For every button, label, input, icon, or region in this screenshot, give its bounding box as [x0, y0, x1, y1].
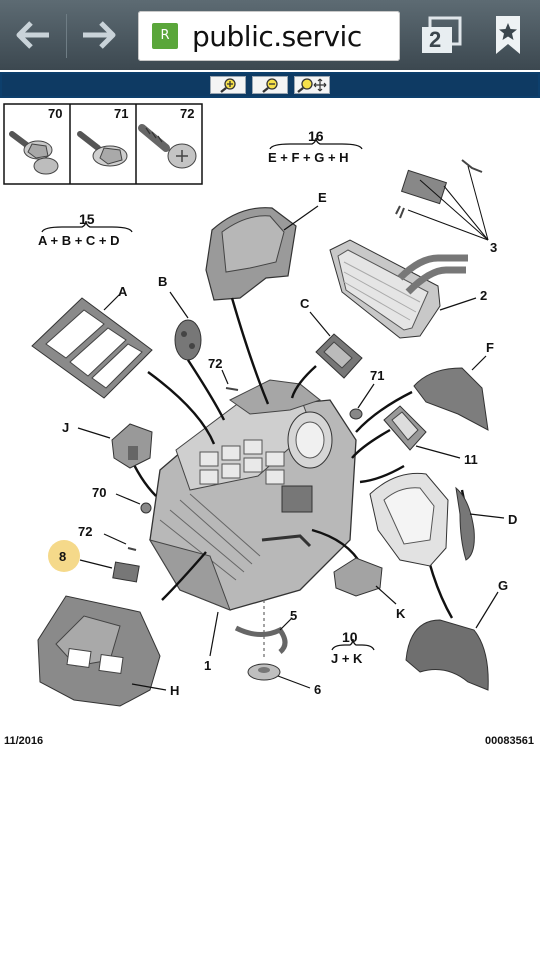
label-C: C — [300, 296, 310, 311]
viewer-toolbar — [0, 72, 540, 98]
part-72-screw-top: 72 — [208, 356, 239, 391]
tab-count: 2 — [429, 27, 442, 52]
label-11: 11 — [464, 452, 478, 467]
fastener-table: 70 71 72 — [3, 103, 203, 185]
part-g-duct: G — [405, 578, 508, 691]
label-A: A — [118, 284, 128, 299]
url-text: public.servic — [192, 20, 362, 53]
bolt-71-icon — [77, 131, 128, 167]
zoom-in-button[interactable] — [210, 76, 246, 94]
label-72b: 72 — [78, 524, 92, 539]
label-5: 5 — [290, 608, 297, 623]
zoom-pan-button[interactable] — [294, 76, 330, 94]
part-d-seal: D — [455, 486, 517, 561]
part-right-housing — [369, 472, 449, 567]
fastener-71-label: 71 — [114, 106, 128, 121]
site-favicon-icon: R — [152, 23, 178, 49]
group-16-number: 16 — [308, 128, 324, 144]
zoom-out-icon — [262, 78, 278, 93]
part-6-grommet: 6 — [247, 663, 321, 697]
label-B: B — [158, 274, 167, 289]
tabs-button[interactable]: 2 — [416, 14, 468, 58]
forward-button[interactable] — [74, 10, 124, 60]
zoom-out-button[interactable] — [252, 76, 288, 94]
part-3-sensors: 3 — [395, 159, 497, 255]
back-arrow-icon — [16, 21, 49, 49]
parts-diagram: 70 71 72 — [0, 101, 540, 751]
part-f-duct: F — [413, 340, 494, 431]
label-70: 70 — [92, 485, 106, 500]
group-15-callout: 15 A + B + C + D — [38, 211, 133, 248]
screw-72-icon — [138, 124, 197, 169]
part-72-screw-lower: 72 — [78, 524, 137, 551]
diagram-date: 11/2016 — [4, 735, 44, 747]
label-G: G — [498, 578, 508, 593]
label-E: E — [318, 190, 327, 205]
part-c-gasket: C — [300, 296, 363, 379]
part-a-filter: A — [31, 284, 153, 399]
diagram-reference: 00083561 — [485, 735, 534, 747]
bookmark-button[interactable] — [486, 12, 530, 58]
part-70-bolt: 70 — [92, 485, 152, 514]
label-72a: 72 — [208, 356, 222, 371]
fastener-72-label: 72 — [180, 106, 194, 121]
zoom-in-icon — [220, 78, 236, 93]
part-j-actuator: J — [62, 420, 153, 469]
bookmark-icon — [496, 16, 520, 54]
part-11-bracket: 11 — [383, 405, 478, 467]
label-3: 3 — [490, 240, 497, 255]
main-hvac-housing — [148, 379, 357, 611]
label-J: J — [62, 420, 69, 435]
exploded-view: 70 71 72 — [3, 103, 517, 707]
url-bar[interactable]: R public.servic — [138, 11, 400, 61]
tabs-icon — [422, 16, 462, 53]
part-1-leader: 1 — [204, 611, 219, 673]
part-2-heater-core: 2 — [329, 239, 487, 339]
browser-toolbar: R public.servic 2 — [0, 0, 540, 70]
label-8: 8 — [59, 549, 66, 564]
label-D: D — [508, 512, 517, 527]
group-16-callout: 16 E + F + G + H — [268, 128, 363, 165]
bolt-70-icon — [9, 131, 59, 175]
group-10-callout: 10 J + K — [331, 629, 375, 666]
forward-arrow-icon — [83, 21, 116, 49]
label-2: 2 — [480, 288, 487, 303]
highlight-circle — [48, 540, 80, 572]
part-e-duct: E — [205, 190, 327, 301]
label-F: F — [486, 340, 494, 355]
label-1: 1 — [204, 658, 211, 673]
label-6: 6 — [314, 682, 321, 697]
group-10-number: 10 — [342, 629, 358, 645]
back-button[interactable] — [8, 10, 58, 60]
group-16-formula: E + F + G + H — [268, 150, 349, 165]
fastener-70-label: 70 — [48, 106, 62, 121]
label-71: 71 — [370, 368, 384, 383]
label-H: H — [170, 683, 179, 698]
zoom-pan-icon — [297, 78, 327, 93]
part-h-cover: H — [37, 595, 179, 707]
toolbar-divider — [66, 14, 67, 58]
part-k-actuator: K — [333, 557, 406, 621]
group-15-formula: A + B + C + D — [38, 233, 120, 248]
part-8-sensor: 8 — [48, 540, 140, 583]
part-b-seal: B — [158, 274, 202, 361]
label-K: K — [396, 606, 406, 621]
group-10-formula: J + K — [331, 651, 363, 666]
part-71-washer: 71 — [349, 368, 384, 420]
part-5-drain: 5 — [234, 600, 297, 660]
group-15-number: 15 — [79, 211, 95, 227]
